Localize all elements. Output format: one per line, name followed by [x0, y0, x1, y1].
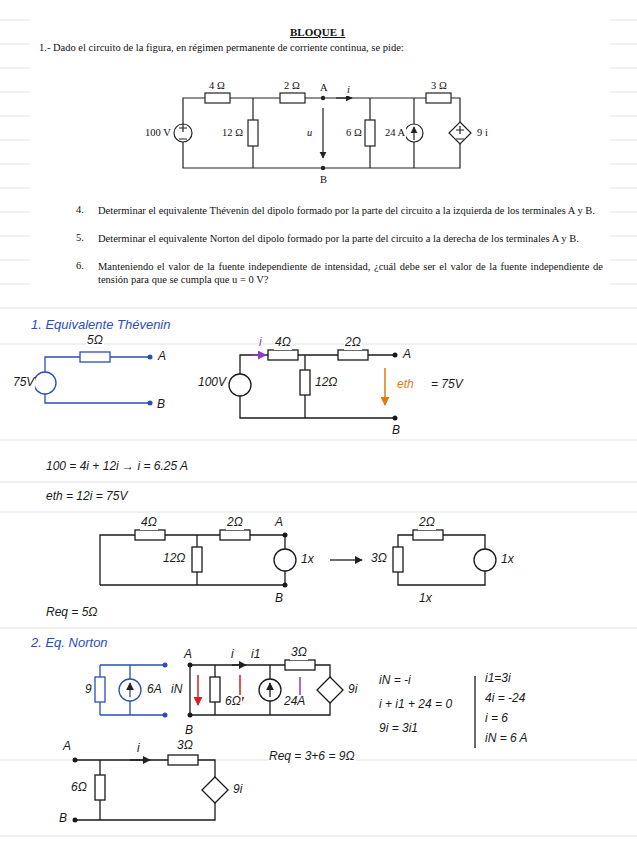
label-text: 6Ω [224, 695, 242, 709]
label-text: 100 = 4i + 12i → i = 6.25 A [45, 460, 189, 474]
label-text: 100 V [144, 127, 172, 139]
label-text: iN = -i [378, 674, 412, 688]
label-text: i = 6 [484, 712, 509, 726]
label-text: iN = 6 A [484, 732, 529, 746]
label-text: 3Ω [176, 739, 194, 753]
label-text: Req = 5Ω [45, 606, 99, 620]
label-text: i1=3i [484, 672, 512, 686]
label-text: 12Ω [314, 376, 338, 390]
label-text: 24 A [384, 127, 406, 139]
label-text: 9 [84, 683, 93, 697]
page-title: BLOQUE 1 [289, 26, 346, 39]
label-text: 12 Ω [221, 127, 244, 139]
label-text: 3 Ω [430, 80, 448, 92]
label-text: iN [170, 683, 183, 697]
label-text: 2Ω [418, 516, 436, 530]
label-text: A [62, 740, 72, 754]
label-text: B [319, 174, 328, 186]
label-text: u [306, 127, 313, 139]
label-text: eth = 12i = 75V [45, 490, 128, 504]
label-text: Req = 3+6 = 9Ω [268, 750, 356, 764]
label-text: 9i = 3i1 [378, 722, 419, 736]
label-text: 1.- Dado el circuito de la figura, en ré… [38, 42, 405, 54]
label-text: 75V [12, 376, 35, 390]
label-text: 2Ω [226, 516, 244, 530]
label-text: A [402, 348, 412, 362]
label-text: 12Ω [162, 552, 186, 566]
label-text: Determinar el equivalente Thévenin del d… [97, 204, 604, 217]
label-text: 9 i [476, 127, 489, 139]
label-text: B [184, 724, 194, 738]
label-text: 6 Ω [345, 127, 363, 139]
label-text: A [183, 648, 193, 662]
label-text: A [319, 82, 329, 94]
label-text: 1. Equivalente Thévenin [30, 318, 171, 333]
label-text: 3Ω [370, 552, 388, 566]
label-text: 1x [500, 553, 515, 567]
label-text: 24A [283, 695, 306, 709]
label-text: 9i [347, 683, 358, 697]
label-text: A [274, 516, 284, 530]
label-text: = 75V [430, 378, 464, 392]
label-text: B [58, 812, 68, 826]
label-text: 5. [75, 232, 85, 244]
label-text: i [258, 336, 263, 350]
label-text: i [136, 742, 141, 756]
label-text: i [230, 648, 235, 662]
label-text: 2Ω [344, 336, 362, 350]
label-text: 1x [418, 592, 433, 606]
label-text: B [274, 592, 284, 606]
label-text: eth [396, 378, 415, 392]
label-text: i + i1 + 24 = 0 [378, 698, 453, 712]
label-text: 6Ω [70, 781, 88, 795]
label-text: B [391, 424, 401, 438]
label-text: 6A [146, 683, 163, 697]
label-text: 4i = -24 [484, 692, 526, 706]
label-text: 100V [197, 376, 227, 390]
label-text: A [157, 350, 167, 364]
label-text: 2 Ω [283, 80, 301, 92]
label-text: i1 [250, 648, 261, 662]
label-text: 5Ω [86, 334, 104, 348]
label-text: 4 Ω [208, 80, 226, 92]
label-text: 4. [75, 204, 85, 216]
label-text: 4Ω [140, 516, 158, 530]
label-text: 9i [232, 783, 243, 797]
label-text: 2. Eq. Norton [30, 636, 109, 651]
label-text: Determinar el equivalente Norton del dip… [97, 232, 604, 245]
label-text: 1x [300, 553, 315, 567]
label-text: 4Ω [274, 336, 292, 350]
label-text: i [346, 84, 351, 96]
label-text: 6. [75, 260, 85, 272]
label-text: 3Ω [290, 646, 308, 660]
label-text: B [156, 398, 166, 412]
label-text: Manteniendo el valor de la fuente indepe… [97, 260, 604, 286]
